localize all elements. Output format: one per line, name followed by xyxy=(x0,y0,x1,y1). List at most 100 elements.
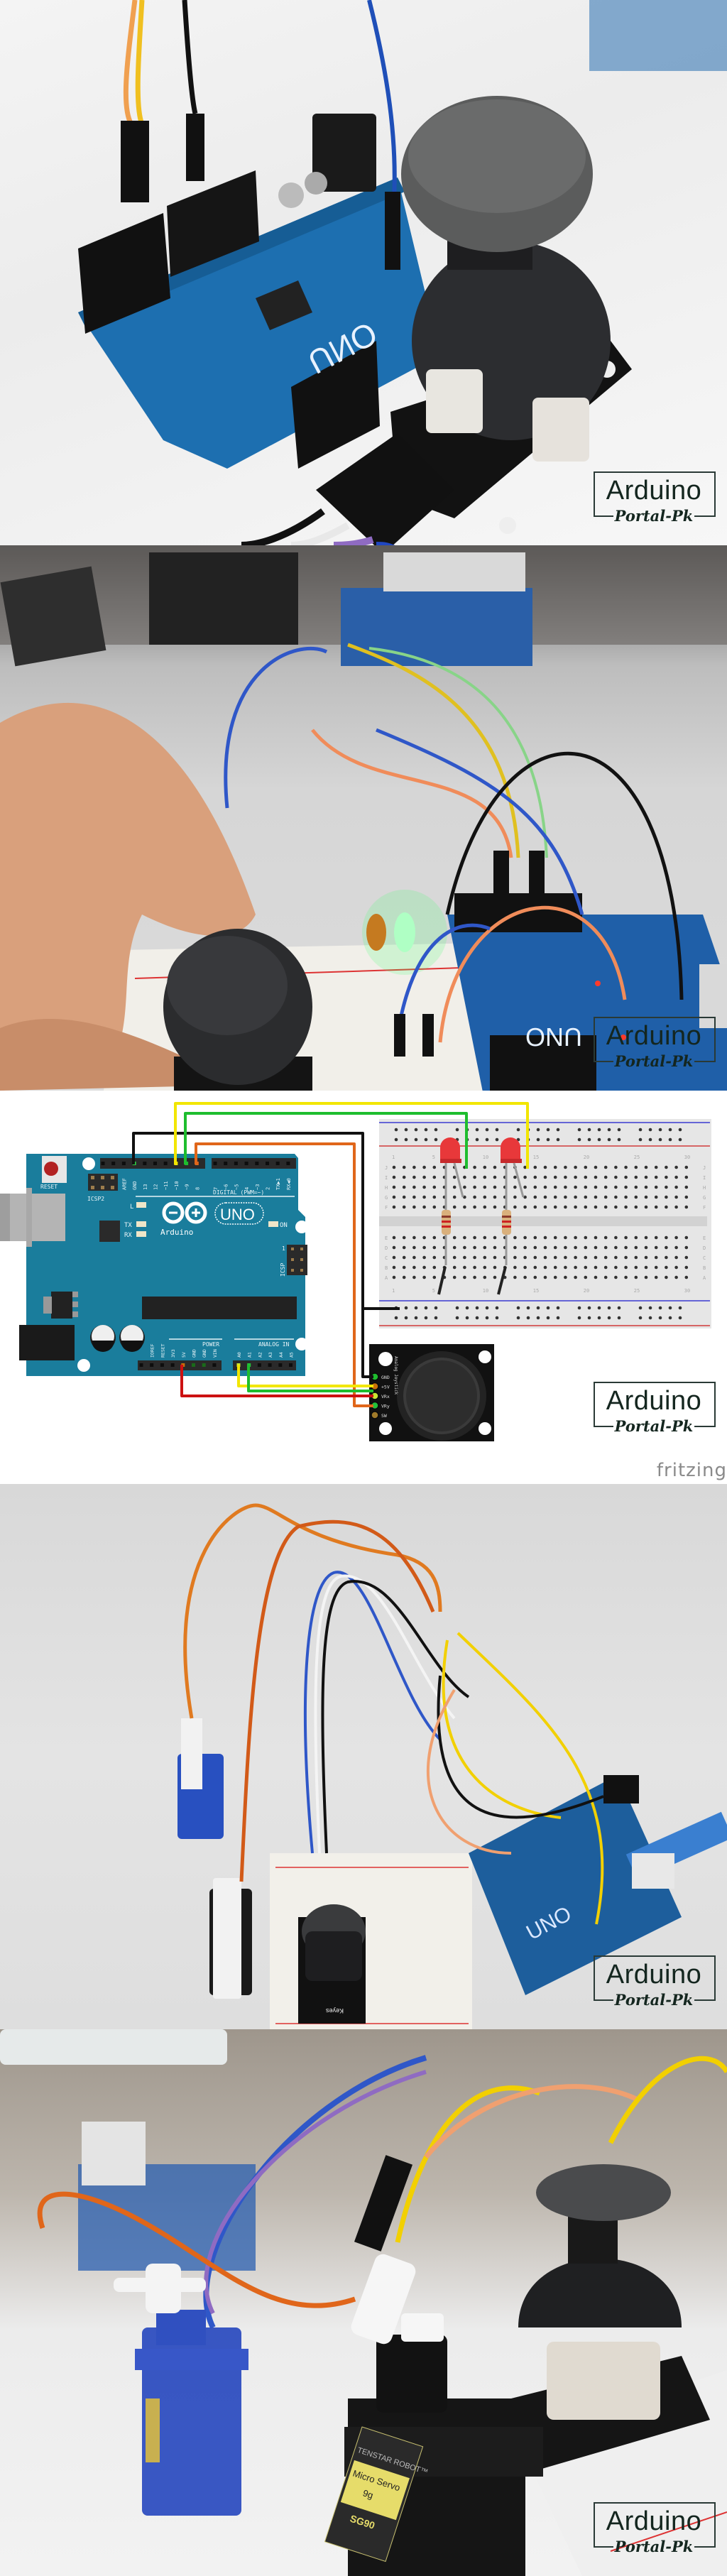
breadboard-hole xyxy=(654,1165,658,1169)
breadboard-hole xyxy=(614,1265,618,1270)
digital-pin-hole xyxy=(153,1162,157,1165)
breadboard-hole xyxy=(684,1245,689,1250)
breadboard-column-label: 25 xyxy=(634,1288,640,1294)
breadboard-hole xyxy=(463,1205,466,1209)
hand xyxy=(0,702,256,1091)
led-label-tx: TX xyxy=(124,1222,132,1229)
breadboard-column-label: 1 xyxy=(392,1288,395,1294)
wires xyxy=(132,1102,529,1407)
breadboard-row-label: A xyxy=(703,1275,706,1281)
breadboard-hole xyxy=(463,1235,466,1240)
breadboard-hole xyxy=(584,1265,588,1270)
breadboard-row-label: C xyxy=(385,1255,388,1261)
breadboard-hole xyxy=(594,1165,598,1169)
breadboard-column-label: 15 xyxy=(533,1288,539,1294)
breadboard-hole xyxy=(665,1255,668,1260)
breadboard-hole xyxy=(392,1235,396,1240)
breadboard-rail-hole xyxy=(668,1316,672,1320)
photo-joystick-leds: UNO Arduino Portal-Pk xyxy=(0,545,727,1091)
breadboard-rail-hole xyxy=(434,1316,438,1320)
breadboard-hole xyxy=(553,1245,557,1250)
breadboard-rail-hole xyxy=(394,1128,398,1132)
breadboard-hole xyxy=(603,1175,608,1179)
watermark-title: Arduino xyxy=(606,1021,702,1051)
breadboard-hole xyxy=(644,1265,648,1270)
breadboard-hole xyxy=(564,1175,567,1179)
breadboard-hole xyxy=(553,1195,557,1199)
breadboard-hole xyxy=(564,1235,567,1240)
header-left xyxy=(78,213,170,334)
breadboard-hole xyxy=(564,1255,567,1260)
breadboard-rail-hole xyxy=(607,1306,611,1310)
breadboard-hole xyxy=(543,1165,547,1169)
breadboard-hole xyxy=(614,1275,618,1279)
breadboard-hole xyxy=(402,1265,406,1270)
digital-pin-label: ~11 xyxy=(163,1181,169,1190)
digital-pin-label: 2 xyxy=(266,1187,271,1190)
joystick-cap xyxy=(403,1358,480,1434)
breadboard-hole xyxy=(553,1235,557,1240)
breadboard-hole xyxy=(402,1205,406,1209)
breadboard-hole xyxy=(473,1235,476,1240)
breadboard-hole xyxy=(564,1265,567,1270)
digital-pin-hole xyxy=(163,1162,168,1165)
header-mid xyxy=(167,170,259,277)
breadboard-rail-hole xyxy=(668,1137,672,1142)
breadboard-hole xyxy=(533,1235,537,1240)
joystick-connector xyxy=(316,433,454,545)
breadboard-hole xyxy=(463,1185,466,1189)
breadboard-rail-hole xyxy=(577,1316,581,1320)
breadboard-hole xyxy=(402,1165,406,1169)
joystick-cap xyxy=(536,2164,671,2221)
watermark-title: Arduino xyxy=(606,476,702,506)
breadboard-hole xyxy=(594,1265,598,1270)
breadboard-row-label: D xyxy=(703,1245,706,1251)
breadboard-hole xyxy=(674,1205,678,1209)
gnd-jumper-2 xyxy=(497,1266,507,1295)
usb-port xyxy=(0,1194,65,1241)
breadboard-hole xyxy=(624,1175,628,1179)
joystick-pin-label: GND xyxy=(381,1375,390,1380)
breadboard-hole xyxy=(584,1275,588,1279)
board-uno-label: UNO xyxy=(525,1022,582,1052)
power-header xyxy=(138,1360,222,1370)
led-label-l: L xyxy=(130,1204,133,1211)
digital-pin-label: 13 xyxy=(143,1184,148,1190)
wire-a1 xyxy=(247,1365,373,1392)
breadboard-hole xyxy=(422,1195,426,1199)
breadboard-hole xyxy=(483,1265,487,1270)
breadboard-rail-hole xyxy=(668,1128,672,1132)
breadboard-rail-hole xyxy=(678,1306,682,1310)
analog-pin-hole xyxy=(278,1363,283,1367)
breadboard-hole xyxy=(473,1245,476,1250)
breadboard-hole xyxy=(644,1255,648,1260)
breadboard-hole xyxy=(452,1255,457,1260)
joystick-dome xyxy=(518,2258,682,2327)
breadboard-hole xyxy=(473,1255,476,1260)
breadboard-hole xyxy=(392,1275,396,1279)
breadboard-hole xyxy=(654,1265,658,1270)
breadboard-rail-hole xyxy=(556,1128,560,1132)
breadboard-hole xyxy=(644,1185,648,1189)
breadboard-hole xyxy=(473,1205,476,1209)
breadboard-row-label: H xyxy=(703,1185,706,1191)
breadboard-hole xyxy=(422,1205,426,1209)
mcu-chip xyxy=(256,280,312,330)
breadboard-hole xyxy=(674,1195,678,1199)
breadboard-hole xyxy=(665,1195,668,1199)
analog-pin-hole xyxy=(257,1363,261,1367)
watermark-subtitle: Portal-Pk xyxy=(614,2538,694,2555)
breadboard-hole xyxy=(654,1185,658,1189)
bg-display xyxy=(149,552,298,645)
watermark-badge: Arduino Portal-Pk xyxy=(594,2502,716,2562)
breadboard-rail-hole xyxy=(455,1306,459,1310)
breadboard-rail-hole xyxy=(495,1137,499,1142)
breadboard-rail-hole xyxy=(475,1137,479,1142)
breadboard-hole xyxy=(412,1245,416,1250)
breadboard-hole xyxy=(483,1235,487,1240)
breadboard-hole xyxy=(422,1255,426,1260)
breadboard-hole xyxy=(513,1275,517,1279)
breadboard-hole xyxy=(624,1275,628,1279)
